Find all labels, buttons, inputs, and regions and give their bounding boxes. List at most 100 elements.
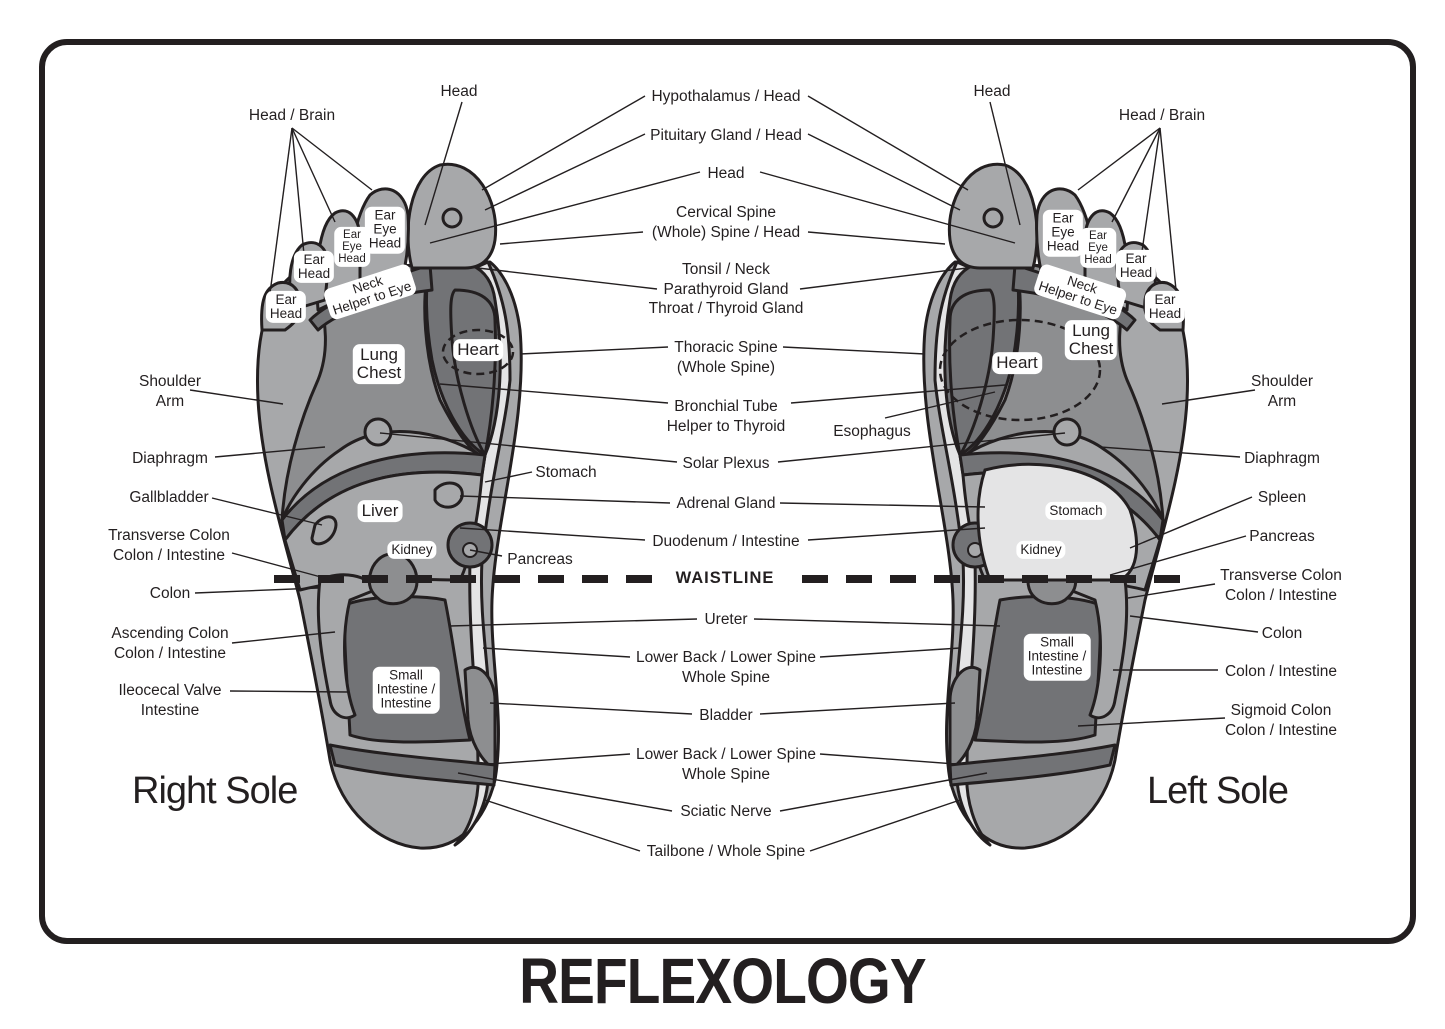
pituitary-circle [982,207,1004,229]
left-sole-head-label-line: Head [973,83,1011,100]
waistline-dash [1110,575,1136,583]
left-sole-label-line: Arm [1267,392,1297,410]
right-zone-tag-line: Eye [342,240,362,253]
center-label-line: Head [707,165,745,182]
waistline-dash [934,575,960,583]
leader-line [484,799,641,852]
leader-line [790,384,1006,404]
leader-line [819,647,961,658]
leader-line [484,133,646,211]
left-zone-tag-line: Head [1084,254,1112,267]
center-label-line: Parathyroid Gland [663,280,789,298]
center-label-line: Cervical Spine [676,204,776,221]
right-sole-head-label: Head [440,82,477,102]
leader-line [519,346,669,355]
heart-dashed-outline [441,328,515,376]
waistline-dash [802,575,828,583]
center-label-line: Tonsil / Neck [682,261,770,278]
pituitary-circle [441,207,463,229]
leader-line [799,267,968,290]
right-zone-tag-line: Head [368,236,402,252]
solar-plexus-circle [363,417,393,447]
leader-line [777,432,1066,463]
waistline-dash [626,575,652,583]
leader-line [457,772,673,812]
left-sole-label: Pancreas [1249,527,1314,547]
leader-line [211,497,323,526]
right-zone-tag-line: Chest [356,363,402,382]
left-sole-label: Diaphragm [1244,449,1320,469]
left-sole-label: Head / Brain [1119,106,1205,126]
center-label-line: Bladder [699,707,753,724]
left-zone-tag: Heart [993,353,1041,373]
right-zone-tag-line: Head [269,306,303,321]
leader-line [819,753,957,765]
waistline-dash [1154,575,1180,583]
waistline-dash [274,575,300,583]
leader-line [488,753,631,765]
leader-line [989,101,1021,226]
right-sole-label-line: Ascending Colon [111,625,229,642]
right-zone-tag: Heart [454,340,502,360]
left-sole-label-line: Colon [1261,625,1303,642]
solar-plexus-circle [1052,417,1082,447]
leader-line [231,631,336,644]
right-sole-label-line: Colon / Intestine [113,644,227,662]
leader-line [759,702,956,715]
leader-line [759,171,1016,244]
left-zone-tag-line: Intestine [1031,663,1083,679]
center-label: Hypothalamus / Head [651,87,800,107]
center-label: Ureter [704,610,747,630]
left-sole-head-label: Head [973,82,1010,102]
waistline-dash [890,575,916,583]
center-label-line: Pituitary Gland / Head [650,127,802,144]
right-zone-tag-line: Ear [343,228,361,241]
center-label-line: Duodenum / Intestine [652,533,800,550]
left-zone-tag-line: Lung [1072,321,1110,341]
center-label: Sciatic Nerve [680,802,771,822]
left-sole-label-line: Shoulder [1250,373,1314,390]
waistline-dash [494,575,520,583]
left-sole-label: Colon [1262,624,1303,644]
left-zone-tag: Kidney [1017,541,1065,559]
leader-line [429,171,701,244]
leader-line [194,587,319,594]
center-label-line: Bronchial Tube [674,398,778,415]
right-zone-tag-line: Head [297,266,331,281]
right-sole-title: Right Sole [132,770,298,812]
left-zone-tag-line: Eye [1051,224,1075,240]
right-sole-label-line: Colon [149,585,191,602]
left-zone-tag-line: Head [1046,239,1080,255]
left-sole-label-line: Spleen [1257,489,1307,506]
stomach-label-line: Stomach [535,464,597,481]
leader-line [291,127,373,191]
leader-line [477,267,658,290]
left-sole-label-line: Diaphragm [1244,450,1320,467]
adrenal-zone [433,481,464,509]
left-sole-label-line: Colon / Intestine [1224,663,1338,680]
right-sole-label-line: Head / Brain [248,107,336,124]
leader-line [291,127,306,266]
diagram-frame [39,39,1416,944]
leader-line [439,383,669,404]
page-title: REFLEXOLOGY [519,945,926,1017]
center-label-line: Sciatic Nerve [680,803,772,820]
right-zone-tag-line: Lung [360,345,398,365]
right-sole-label: Head / Brain [249,106,335,126]
left-sole-label-line: Sigmoid Colon [1230,702,1332,719]
leader-line [753,618,1001,627]
leader-line [291,127,336,223]
left-zone-tag-line: Head [1119,265,1153,280]
left-zone-tag-line: Small [1040,634,1074,650]
waistline-dash [846,575,872,583]
